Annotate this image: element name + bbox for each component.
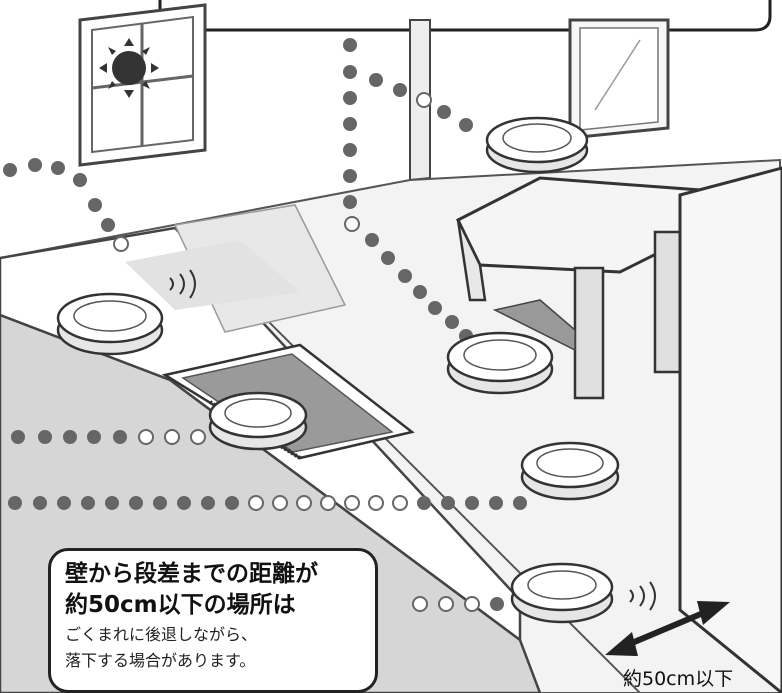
- callout-heading-line2: 約50cm以下の場所は: [65, 592, 296, 618]
- cabinet: [678, 166, 782, 693]
- robot-vacuum-icon: [510, 562, 614, 624]
- light-patch: [125, 240, 300, 310]
- warning-callout: 壁から段差までの距離が 約50cm以下の場所は ごくまれに後退しながら、 落下す…: [48, 548, 378, 693]
- glass-door: [409, 18, 670, 182]
- dotted-paths: [3, 38, 527, 612]
- callout-body-line2: 落下する場合があります。: [65, 651, 256, 670]
- robot-vacuum-icon: [208, 391, 308, 451]
- distance-arrow-icon: [605, 601, 730, 656]
- robot-vacuum-icon: [446, 331, 554, 395]
- robot-vacuum-icon: [485, 116, 589, 174]
- sun-icon: [99, 38, 159, 98]
- callout-heading-line1: 壁から段差までの距離が: [65, 561, 318, 587]
- top-speech-bubble: [158, 0, 772, 32]
- robot-vacuum-icon: [56, 292, 164, 356]
- callout-body-line1: ごくまれに後退しながら、: [65, 625, 258, 644]
- sensor-wave-icon: [169, 269, 656, 611]
- distance-label: 約50cm以下: [623, 668, 734, 690]
- robot-vacuum-icon: [520, 441, 620, 501]
